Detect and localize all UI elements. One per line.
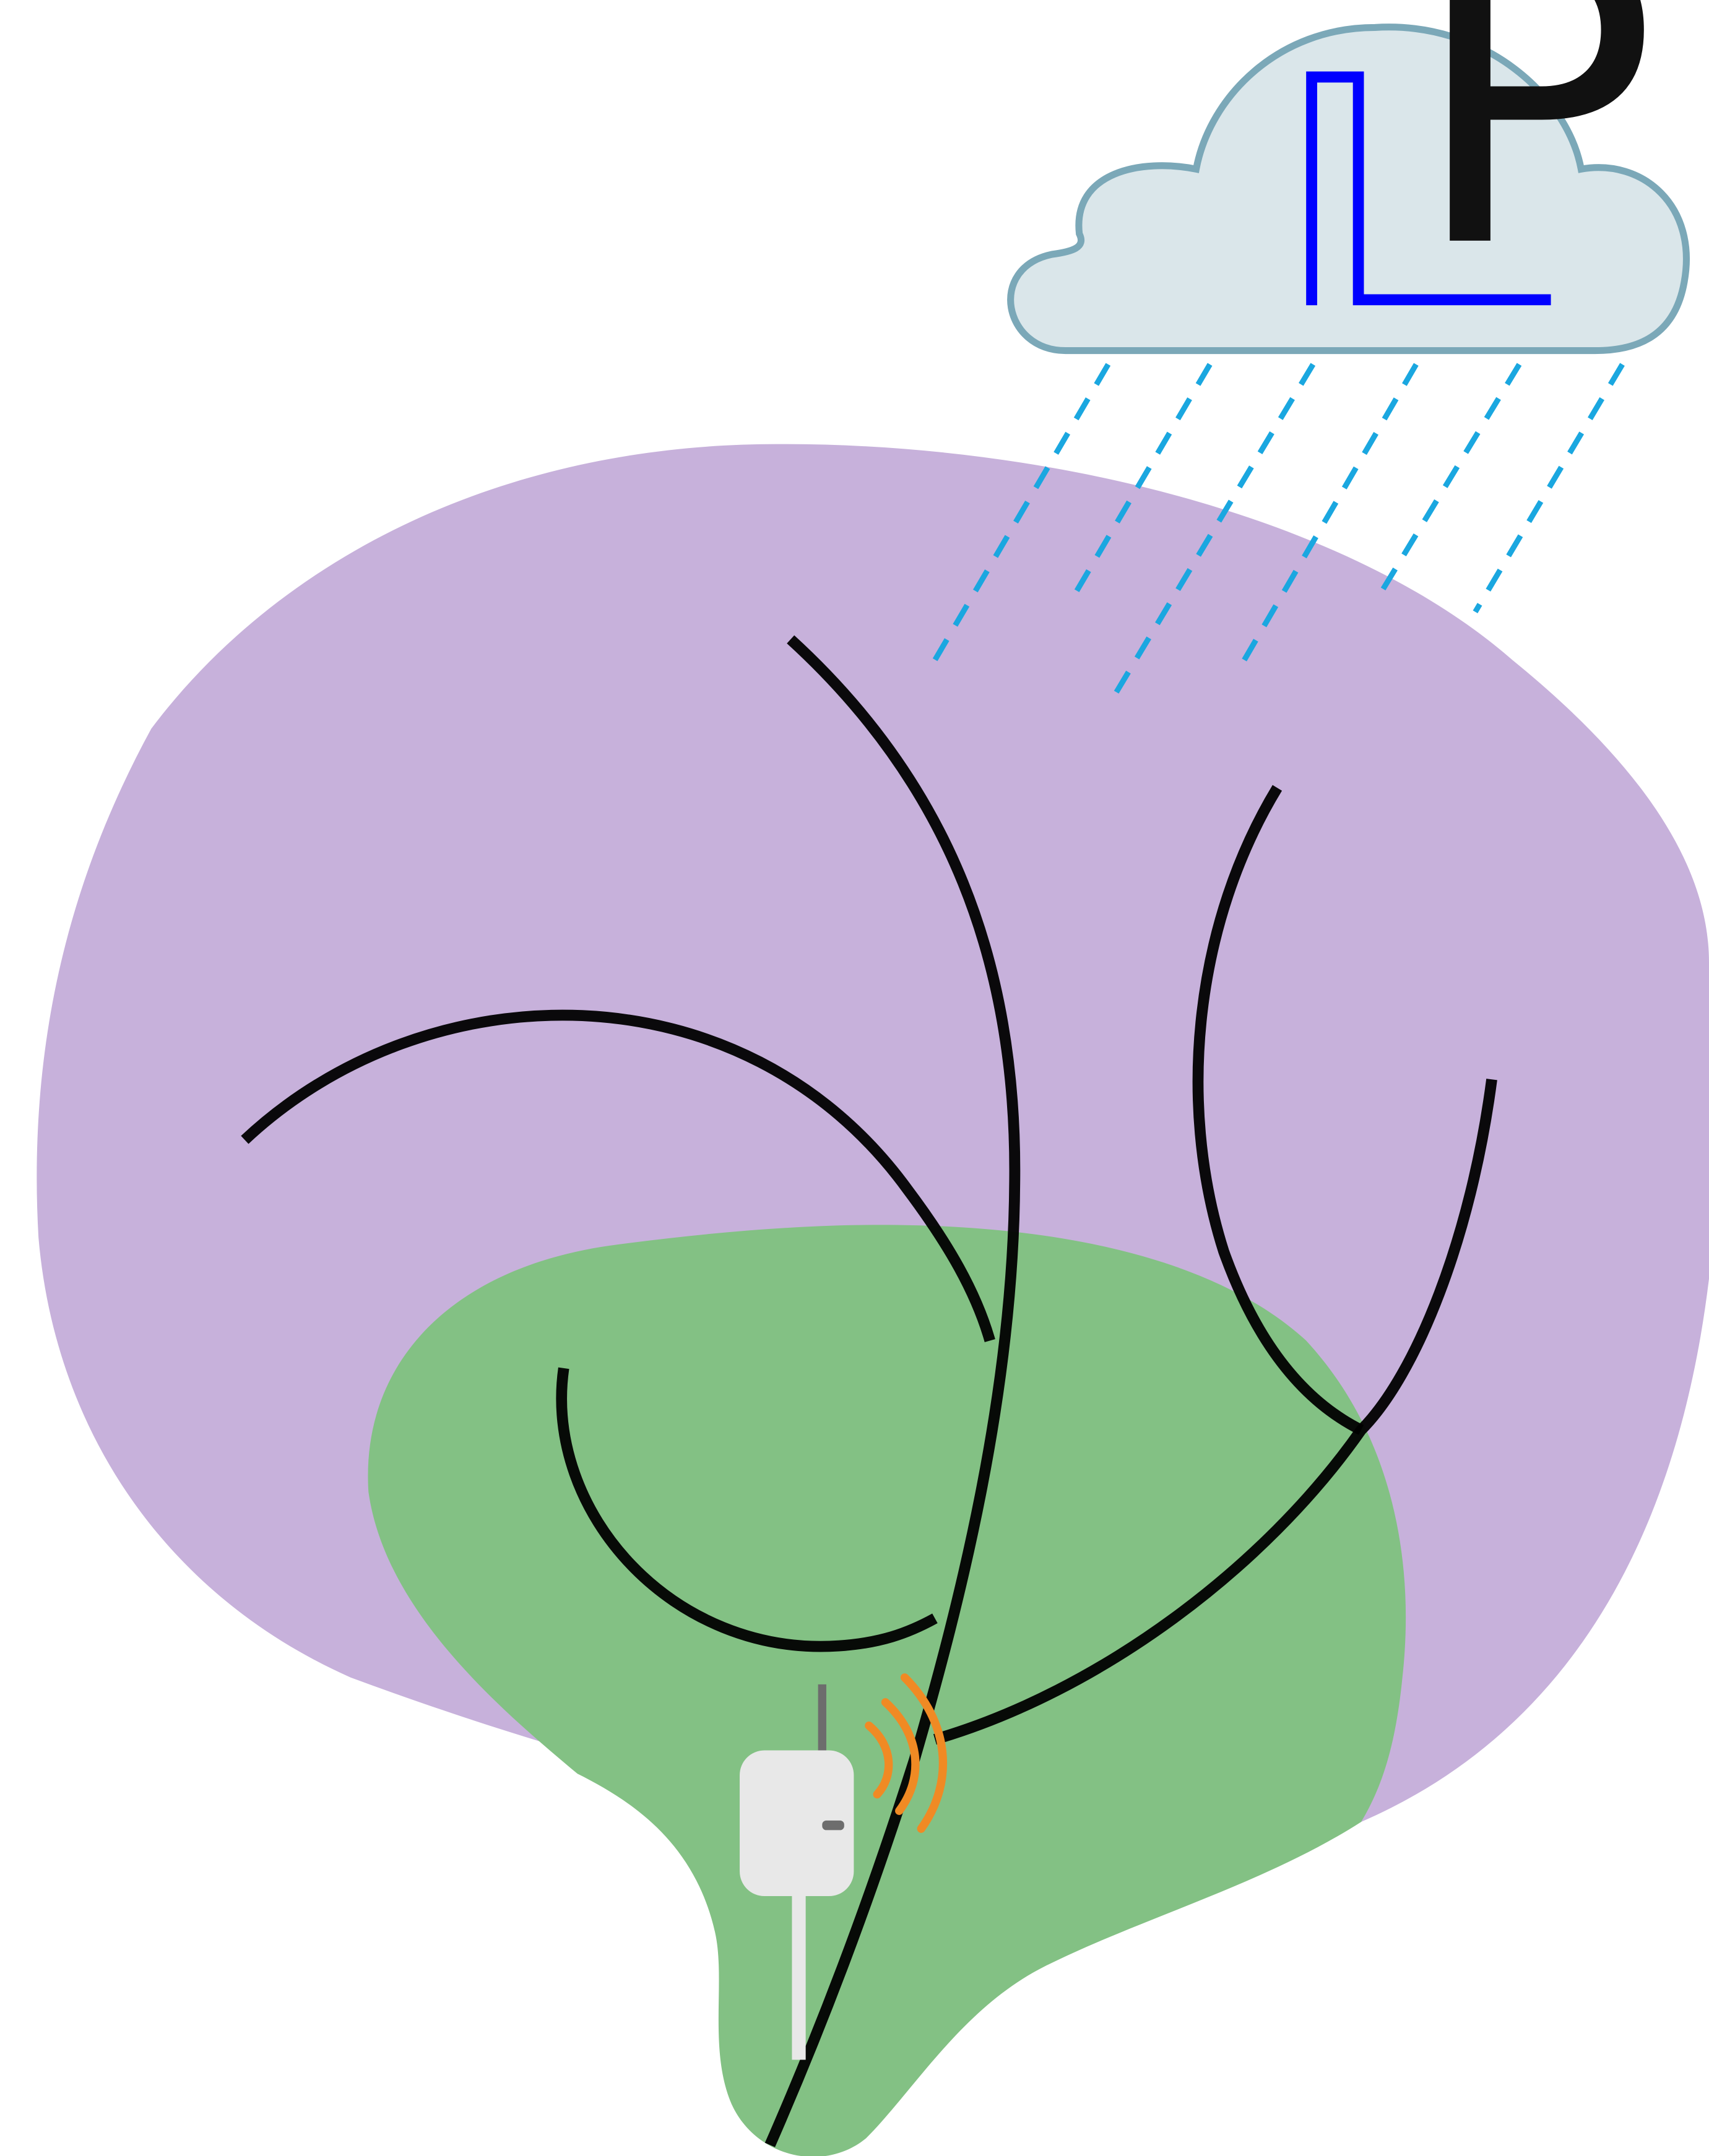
rain-streak [932,363,1111,662]
left-tributary [241,1009,995,1342]
rain [932,363,1625,703]
right-tributary-a [1192,785,1364,1435]
cloud-shape [1007,24,1690,355]
signal-arc [900,1673,948,1833]
step-symbol [1306,71,1551,306]
sensor-indicator [822,1820,844,1830]
rain-streak [1242,363,1419,662]
river-network [241,635,1497,2147]
rain-streak [1379,363,1522,593]
rain-streak [1074,363,1213,593]
rain-streak [1473,363,1625,614]
signal-icon [865,1673,948,1833]
lower-left-tributary [556,1367,938,1652]
main-channel [764,635,1021,2147]
cloud-letter: P [1409,0,1658,338]
signal-arc [881,1698,920,1815]
signal-arc [865,1721,893,1799]
sub-catchment-region [368,1225,1406,2156]
cloud: P [1007,0,1690,355]
rain-streak [1108,363,1316,703]
right-tributary-b [933,1079,1497,1745]
sensor-station [740,1684,854,2060]
sensor-box [740,1750,854,1897]
